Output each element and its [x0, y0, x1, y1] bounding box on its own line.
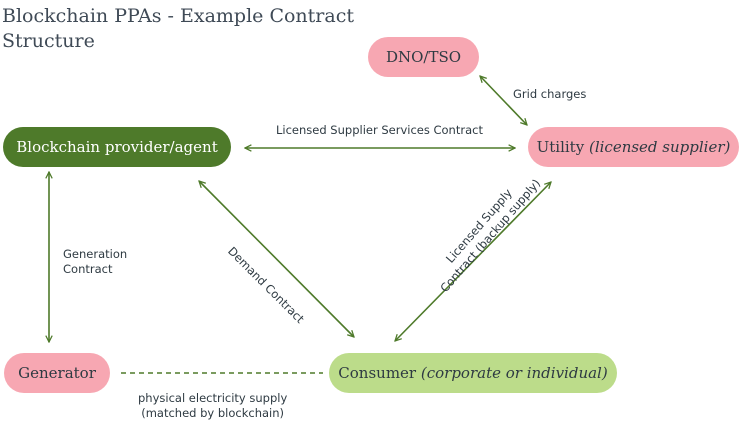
demand-contract-arrow — [199, 181, 354, 337]
consumer-node: Consumer (corporate or individual) — [329, 353, 617, 393]
supplier-services-label: Licensed Supplier Services Contract — [276, 123, 483, 137]
utility-node: Utility (licensed supplier) — [528, 127, 739, 167]
generator-label: Generator — [18, 364, 96, 382]
utility-qualifier: (licensed supplier) — [588, 138, 731, 156]
generation-contract-label: Generation Contract — [63, 247, 127, 277]
blockchain-provider-label: Blockchain provider/agent — [16, 138, 218, 156]
grid-charges-label: Grid charges — [513, 87, 587, 101]
consumer-label: Consumer — [338, 364, 421, 382]
blockchain-provider-node: Blockchain provider/agent — [3, 127, 231, 167]
generation-contract-line-1: Generation — [63, 247, 128, 261]
dno-tso-label: DNO/TSO — [385, 48, 462, 66]
title-line-1: Blockchain PPAs - Example Contract — [2, 5, 354, 27]
generation-contract-line-2: Contract — [63, 262, 113, 276]
generator-node: Generator — [4, 353, 110, 393]
title-line-2: Structure — [2, 30, 95, 52]
physical-supply-line-1: physical electricity supply — [138, 391, 288, 405]
physical-supply-line-2: (matched by blockchain) — [141, 406, 285, 420]
diagram-title: Blockchain PPAs - Example Contract Struc… — [2, 4, 362, 54]
utility-label: Utility — [536, 138, 589, 156]
grid-charges-arrow — [480, 76, 527, 125]
physical-supply-label: physical electricity supply (matched by … — [138, 391, 287, 421]
consumer-qualifier: (corporate or individual) — [420, 364, 608, 382]
licensed-supply-arrow — [395, 182, 551, 341]
dno-tso-node: DNO/TSO — [368, 37, 479, 77]
